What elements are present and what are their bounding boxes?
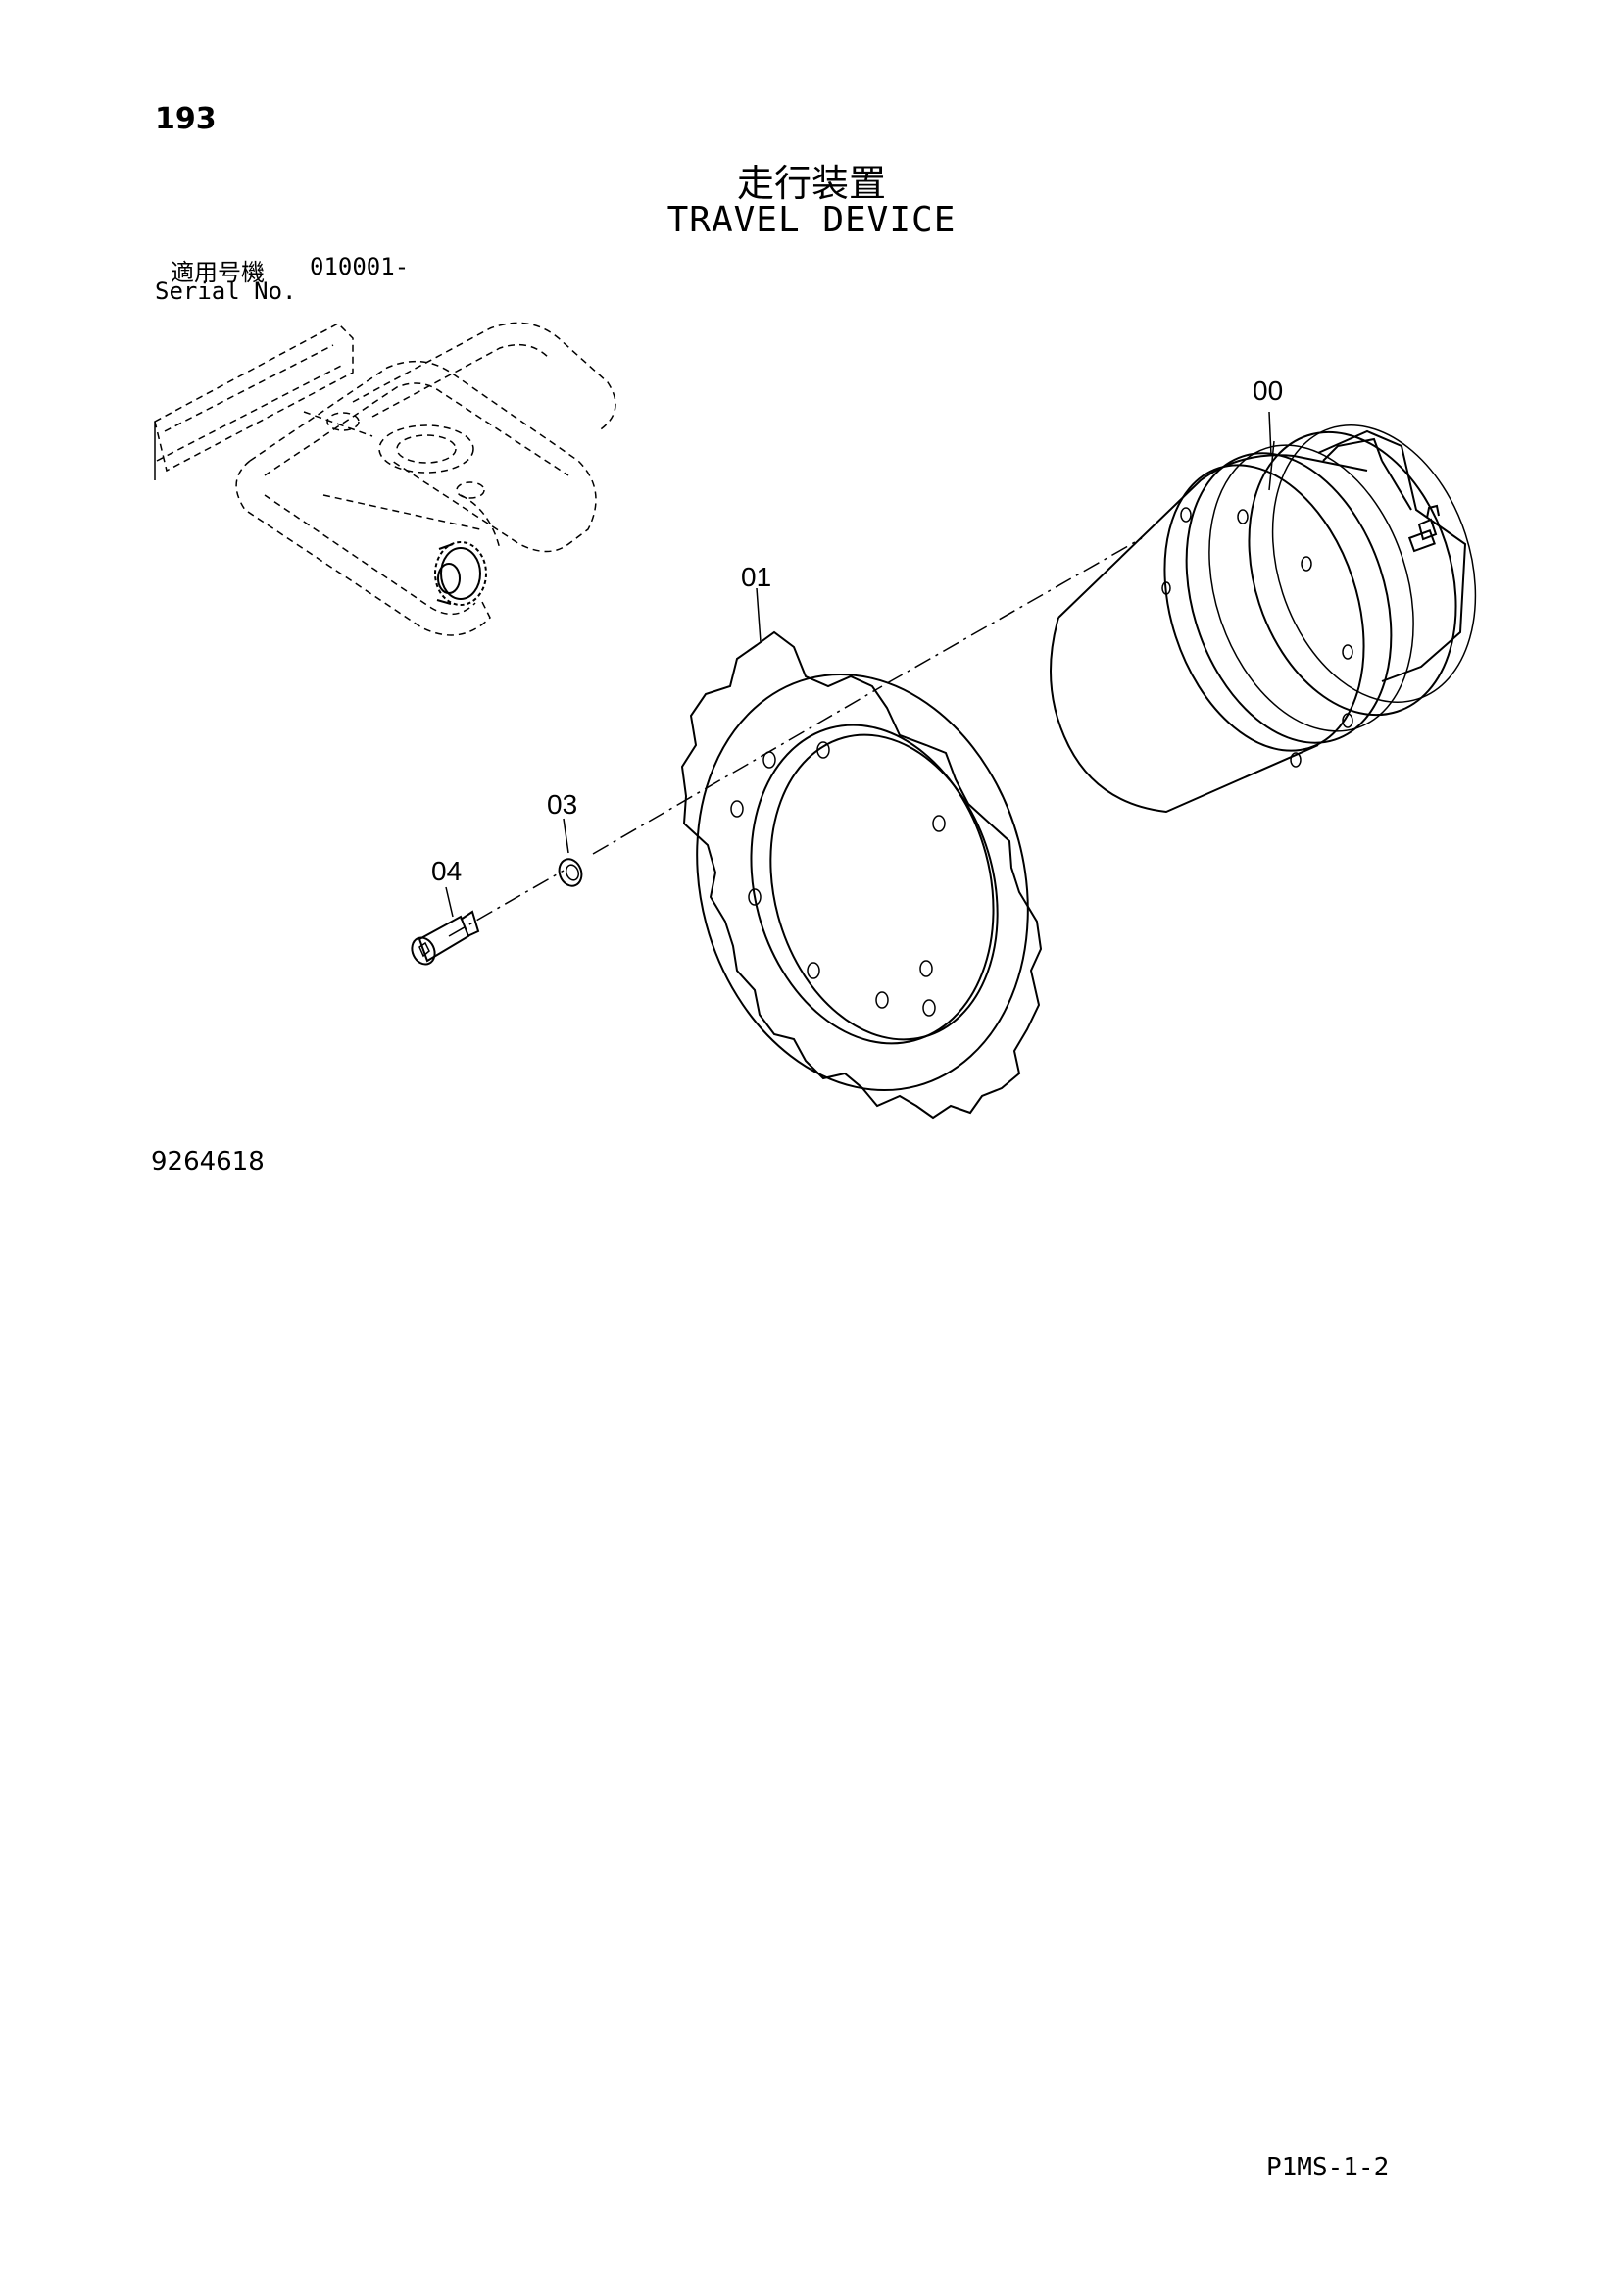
callout-label-03: 03 xyxy=(547,789,577,820)
assembly-centerline xyxy=(448,537,1143,937)
page-title-english: TRAVEL DEVICE xyxy=(666,200,957,240)
serial-label-english: Serial No. xyxy=(155,277,297,305)
callout-label-04: 04 xyxy=(431,856,462,886)
travel-motor-part-00 xyxy=(1050,424,1477,814)
leader-line-00 xyxy=(1268,411,1272,457)
callout-label-01: 01 xyxy=(741,562,771,592)
leader-line-03 xyxy=(563,818,569,854)
serial-label-japanese: 適用号機 xyxy=(171,259,265,286)
undercarriage-locator-illustration xyxy=(154,322,616,636)
serial-number-value: 010001- xyxy=(310,253,410,280)
callout-label-00: 00 xyxy=(1253,375,1283,406)
locator-sprocket-highlight xyxy=(434,541,487,606)
page-title-japanese: 走行装置 xyxy=(736,162,886,205)
leader-line-01 xyxy=(756,587,762,643)
page-code: P1MS-1-2 xyxy=(1266,2153,1390,2182)
washer-part-03 xyxy=(558,858,583,887)
sprocket-part-01 xyxy=(680,630,1043,1120)
page-number: 193 xyxy=(155,102,217,136)
leader-line-04 xyxy=(445,886,454,918)
drawing-number: 9264618 xyxy=(151,1147,265,1176)
bolt-part-04 xyxy=(411,910,480,966)
